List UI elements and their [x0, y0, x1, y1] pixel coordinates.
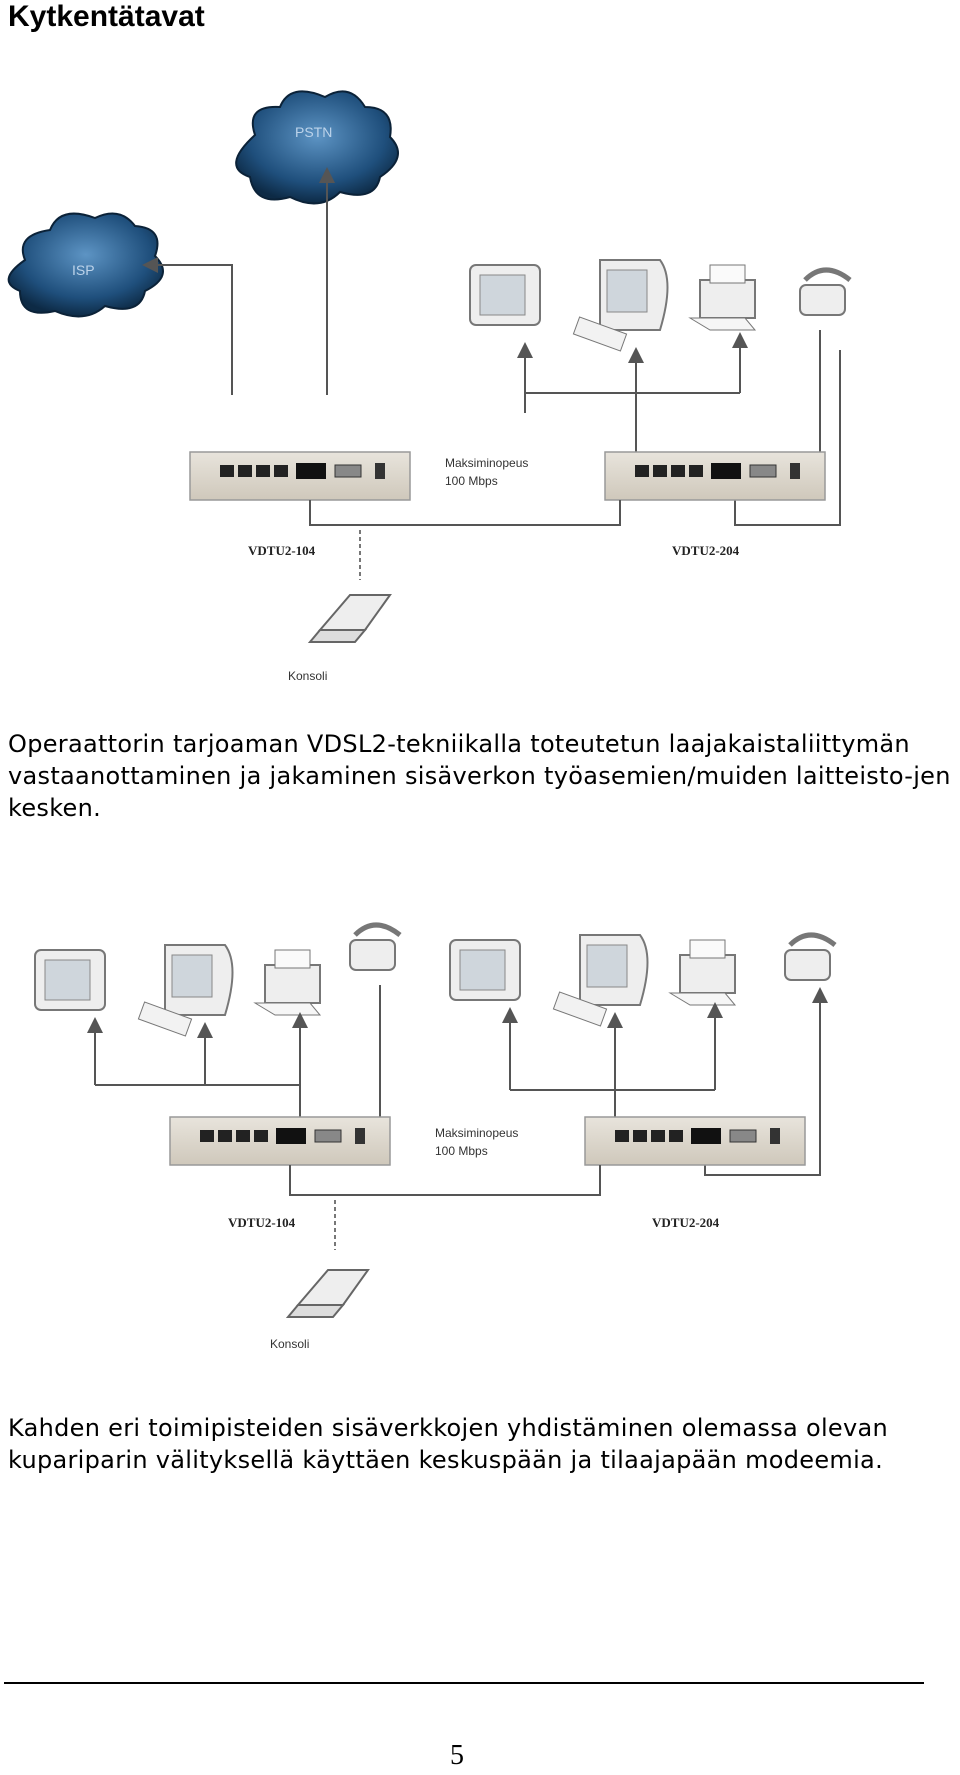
- console-label: Konsoli: [270, 1337, 309, 1351]
- modem-left-label: VDTU2-104: [248, 543, 316, 558]
- monitor-icon: [572, 259, 669, 352]
- network-diagram-two-sites: VDTU2-104 VDTU2-204 Maksiminopeus 100 Mb…: [34, 922, 837, 1351]
- monitor-icon: [449, 939, 521, 1001]
- modem-left-label: VDTU2-104: [228, 1215, 296, 1230]
- printer-icon: [688, 264, 757, 331]
- modem-vdtu2-204: [604, 451, 826, 501]
- monitor-icon: [552, 934, 649, 1027]
- monitor-icon: [137, 944, 234, 1037]
- console-label: Konsoli: [288, 669, 327, 683]
- footer-rule: [4, 1682, 924, 1684]
- isp-label: ISP: [72, 262, 95, 278]
- pstn-label: PSTN: [295, 124, 332, 140]
- caption-1: Operaattorin tarjoaman VDSL2-tekniikalla…: [8, 730, 951, 822]
- printer-icon: [253, 949, 322, 1016]
- phone-icon: [349, 922, 402, 971]
- laptop-icon: [285, 1269, 370, 1318]
- laptop-icon: [307, 594, 392, 643]
- page-heading: Kytkentätavat: [8, 0, 205, 33]
- modem-right-label: VDTU2-204: [652, 1215, 720, 1230]
- speed-label-1: Maksiminopeus: [435, 1126, 518, 1140]
- speed-label-1: Maksiminopeus: [445, 456, 528, 470]
- modem-vdtu2-104: [189, 451, 411, 501]
- modem-right-label: VDTU2-204: [672, 543, 740, 558]
- phone-icon: [799, 267, 852, 316]
- printer-icon: [668, 939, 737, 1006]
- monitor-icon: [469, 264, 541, 326]
- modem-vdtu2-104: [169, 1116, 391, 1166]
- speed-label-2: 100 Mbps: [445, 474, 498, 488]
- speed-label-2: 100 Mbps: [435, 1144, 488, 1158]
- page-number: 5: [450, 1740, 464, 1771]
- caption-2: Kahden eri toimipisteiden sisäverkkojen …: [8, 1414, 889, 1474]
- isp-cloud-icon: ISP: [7, 212, 164, 318]
- modem-vdtu2-204: [584, 1116, 806, 1166]
- network-diagram-isp: PSTN ISP: [7, 90, 852, 683]
- phone-icon: [784, 932, 837, 981]
- monitor-icon: [34, 949, 106, 1011]
- pstn-cloud-icon: PSTN: [235, 90, 399, 205]
